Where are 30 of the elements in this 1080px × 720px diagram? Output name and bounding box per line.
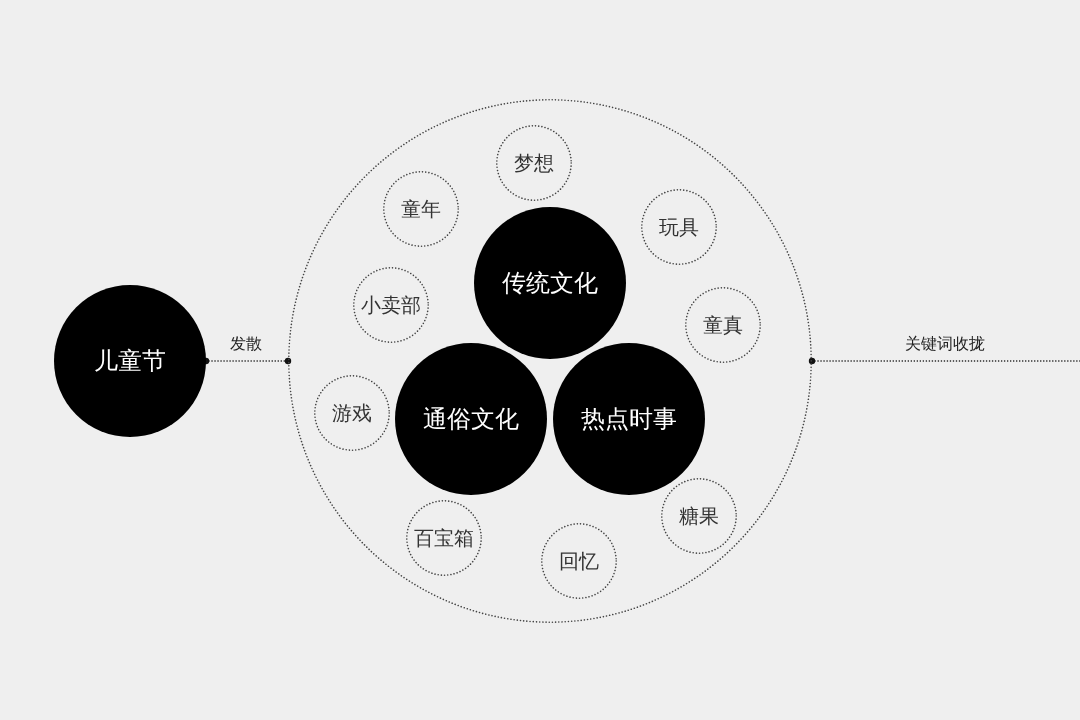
- keyword-label: 童年: [401, 197, 441, 221]
- topic-circle: [553, 343, 705, 495]
- keyword-bubble: [541, 523, 617, 599]
- keyword-bubble: [383, 171, 459, 247]
- topic-circle: [395, 343, 547, 495]
- keyword-label: 游戏: [332, 401, 372, 425]
- connector-line: [808, 357, 1080, 365]
- topic-circle: [54, 285, 206, 437]
- edge-label: 关键词收拢: [902, 334, 988, 354]
- dotted-circle: [288, 99, 812, 623]
- keyword-label: 童真: [703, 313, 743, 337]
- keyword-label: 糖果: [679, 504, 719, 528]
- edge-label: 发散: [227, 334, 265, 354]
- topic-label: 传统文化: [502, 268, 598, 298]
- keyword-label: 小卖部: [361, 293, 421, 317]
- topic-label: 通俗文化: [423, 404, 519, 434]
- topic-circle: [474, 207, 626, 359]
- keyword-bubble: [661, 478, 737, 554]
- keyword-label: 玩具: [659, 215, 699, 239]
- keyword-bubble: [406, 500, 482, 576]
- topic-label: 儿童节: [94, 346, 166, 376]
- keyword-label: 百宝箱: [414, 526, 474, 550]
- keyword-label: 梦想: [514, 151, 554, 175]
- keyword-bubble: [496, 125, 572, 201]
- keyword-bubble: [685, 287, 761, 363]
- keyword-bubble: [314, 375, 390, 451]
- keyword-bubble: [353, 267, 429, 343]
- keyword-label: 回忆: [559, 549, 599, 573]
- topic-label: 热点时事: [581, 404, 677, 434]
- keyword-bubble: [641, 189, 717, 265]
